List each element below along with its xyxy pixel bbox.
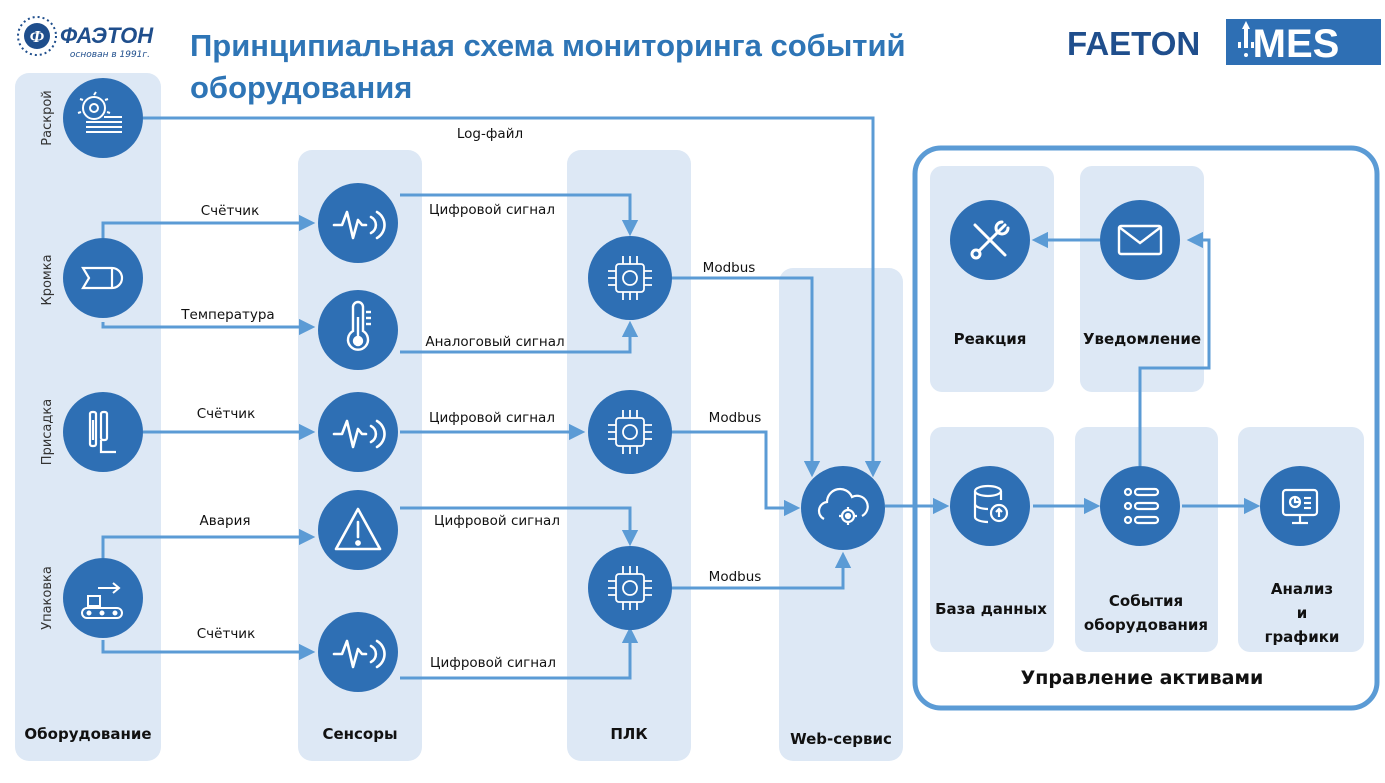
label-alarm: Авария [200, 513, 251, 529]
logo-right-badge-text: MES [1253, 22, 1340, 66]
label-counter3: Счётчик [197, 626, 255, 642]
edge-labels: Log-файл Счётчик Температура Счётчик Ава… [180, 126, 761, 671]
node-cutting [63, 78, 143, 158]
label-digital4: Цифровой сигнал [430, 655, 556, 671]
page-title-line2: оборудования [190, 70, 412, 105]
monitor-chart-icon [1281, 488, 1319, 525]
label-modbus3: Modbus [709, 569, 762, 585]
edge-modbus3 [671, 551, 852, 590]
equipment-label-cutting: Раскрой [40, 90, 55, 145]
database-icon [973, 484, 1009, 524]
sensor-counter-1 [318, 183, 398, 263]
edge-analog [400, 320, 639, 354]
drill-icon [88, 410, 116, 454]
label-temperature: Температура [180, 307, 274, 323]
sensor-alarm [318, 490, 398, 570]
reaction-label: Реакция [954, 330, 1027, 348]
notification-node [1100, 200, 1180, 280]
label-modbus2: Modbus [709, 410, 762, 426]
events-label-line2: оборудования [1084, 616, 1208, 634]
equipment-label-packing: Упаковка [40, 566, 55, 630]
column-title-plc: ПЛК [610, 725, 648, 743]
chip-brain-icon [608, 410, 652, 454]
chip-brain-icon [608, 566, 652, 610]
pulse-signal-icon [332, 210, 386, 240]
plc-node-1 [588, 236, 672, 320]
equipment-label-drilling: Присадка [40, 399, 55, 465]
edge-digital4 [400, 626, 639, 680]
edge-temperature [101, 318, 316, 336]
page-title-line1: Принципиальная схема мониторинга событий [190, 28, 906, 63]
list-icon [1123, 487, 1160, 525]
conveyor-icon [81, 582, 123, 619]
saw-icon [77, 91, 122, 133]
label-digital1: Цифровой сигнал [429, 202, 555, 218]
edge-events-notification [1138, 231, 1211, 466]
edge-tape-icon [81, 266, 124, 290]
sensor-counter-3 [318, 612, 398, 692]
asset-management-title: Управление активами [1021, 667, 1264, 689]
sensor-counter-2 [318, 392, 398, 472]
node-packing [63, 558, 143, 638]
edge-digital1 [400, 193, 639, 237]
pulse-signal-icon [332, 419, 386, 449]
column-title-web: Web-сервис [790, 730, 892, 748]
edge-modbus1 [671, 276, 821, 478]
events-label-line1: События [1109, 592, 1183, 610]
web-service-node [801, 466, 885, 550]
edge-log [143, 116, 882, 478]
plc-node-3 [588, 546, 672, 630]
logo-left: Ф ФАЭТОН основан в 1991г. [17, 16, 154, 60]
warning-icon [334, 507, 382, 551]
edge-modbus2 [671, 430, 801, 517]
events-node [1100, 466, 1180, 546]
logo-right: FAETON MES [1067, 19, 1381, 66]
rocket-icon [1238, 21, 1254, 57]
plc-node-2 [588, 390, 672, 474]
label-log: Log-файл [457, 126, 523, 142]
analysis-label-line2: и [1297, 604, 1308, 622]
equipment-label-edge: Кромка [40, 254, 55, 305]
thermometer-icon [346, 300, 371, 351]
envelope-icon [1117, 224, 1163, 256]
sensor-thermometer [318, 290, 398, 370]
edge-alarm [101, 528, 316, 558]
database-label: База данных [935, 600, 1047, 618]
label-digital2: Цифровой сигнал [429, 410, 555, 426]
tools-icon [970, 220, 1010, 260]
label-counter2: Счётчик [197, 406, 255, 422]
database-node [950, 466, 1030, 546]
pulse-signal-icon [332, 639, 386, 669]
analysis-node [1260, 466, 1340, 546]
reaction-node [950, 200, 1030, 280]
label-modbus1: Modbus [703, 260, 756, 276]
connectors [101, 116, 1261, 680]
column-title-equipment: Оборудование [24, 725, 151, 743]
node-drilling [63, 392, 143, 472]
chip-brain-icon [608, 256, 652, 300]
label-analog: Аналоговый сигнал [425, 334, 564, 350]
logo-emblem-icon: Ф [30, 27, 45, 46]
label-counter1: Счётчик [201, 203, 259, 219]
logo-left-name: ФАЭТОН [60, 23, 154, 48]
cloud-gear-icon [817, 487, 869, 525]
analysis-label-line1: Анализ [1271, 580, 1333, 598]
notification-label: Уведомление [1083, 330, 1201, 348]
logo-right-text: FAETON [1067, 25, 1200, 62]
logo-left-tagline: основан в 1991г. [70, 50, 150, 60]
column-title-sensors: Сенсоры [322, 725, 397, 743]
edge-counter1 [101, 214, 316, 238]
edge-digital3 [400, 506, 639, 547]
node-edge [63, 238, 143, 318]
label-digital3: Цифровой сигнал [434, 513, 560, 529]
analysis-label-line3: графики [1265, 628, 1340, 646]
edge-counter3 [101, 640, 316, 661]
